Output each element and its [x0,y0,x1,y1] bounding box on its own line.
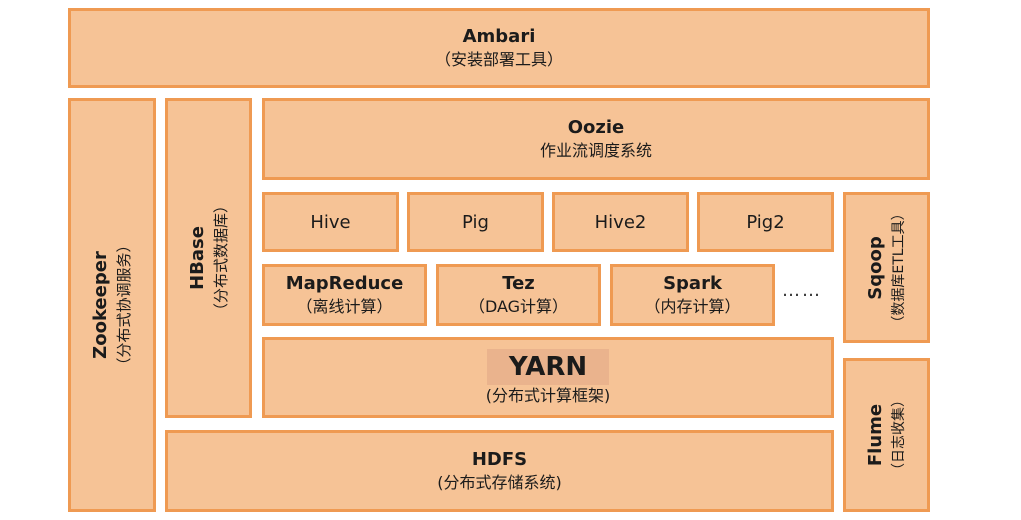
flume-subtitle: （日志收集） [890,393,907,477]
hive2-label: Hive2 [594,211,647,233]
spark-title: Spark [663,273,722,294]
sqoop-subtitle: （数据库ETL工具） [890,205,907,330]
hive2-box: Hive2 [552,192,689,252]
hbase-subtitle: （分布式数据库） [211,197,230,319]
zookeeper-subtitle: （分布式协调服务） [115,237,133,373]
hbase-title: HBase [186,226,208,290]
sqoop-title: Sqoop [864,235,886,300]
tez-box: Tez （DAG计算） [436,264,601,326]
mapreduce-box: MapReduce （离线计算） [262,264,427,326]
hdfs-title: HDFS [471,449,528,470]
pig-box: Pig [407,192,544,252]
pig2-label: Pig2 [746,211,785,233]
ambari-title: Ambari [462,26,536,47]
pig2-box: Pig2 [697,192,834,252]
flume-box: Flume （日志收集） [843,358,930,512]
pig-label: Pig [462,211,489,233]
hdfs-box: HDFS (分布式存储系统) [165,430,834,512]
oozie-subtitle: 作业流调度系统 [539,141,652,160]
ellipsis: …… [782,280,822,301]
yarn-subtitle: (分布式计算框架) [485,385,611,405]
yarn-title: YARN [486,348,610,385]
hive-label: Hive [310,211,351,233]
hive-box: Hive [262,192,399,252]
hdfs-subtitle: (分布式存储系统) [437,473,562,492]
zookeeper-title: Zookeeper [90,251,111,359]
hbase-box: HBase （分布式数据库） [165,98,252,418]
yarn-box: YARN (分布式计算框架) [262,337,834,418]
spark-subtitle: （内存计算） [644,297,741,316]
sqoop-box: Sqoop （数据库ETL工具） [843,192,930,343]
zookeeper-box: Zookeeper （分布式协调服务） [68,98,156,512]
mapreduce-subtitle: （离线计算） [296,297,393,316]
flume-title: Flume [864,403,886,467]
tez-title: Tez [502,273,535,294]
ambari-box: Ambari （安装部署工具） [68,8,930,88]
tez-subtitle: （DAG计算） [468,297,569,316]
oozie-box: Oozie 作业流调度系统 [262,98,930,180]
oozie-title: Oozie [567,117,625,138]
spark-box: Spark （内存计算） [610,264,775,326]
mapreduce-title: MapReduce [285,273,404,294]
ambari-subtitle: （安装部署工具） [434,50,563,69]
